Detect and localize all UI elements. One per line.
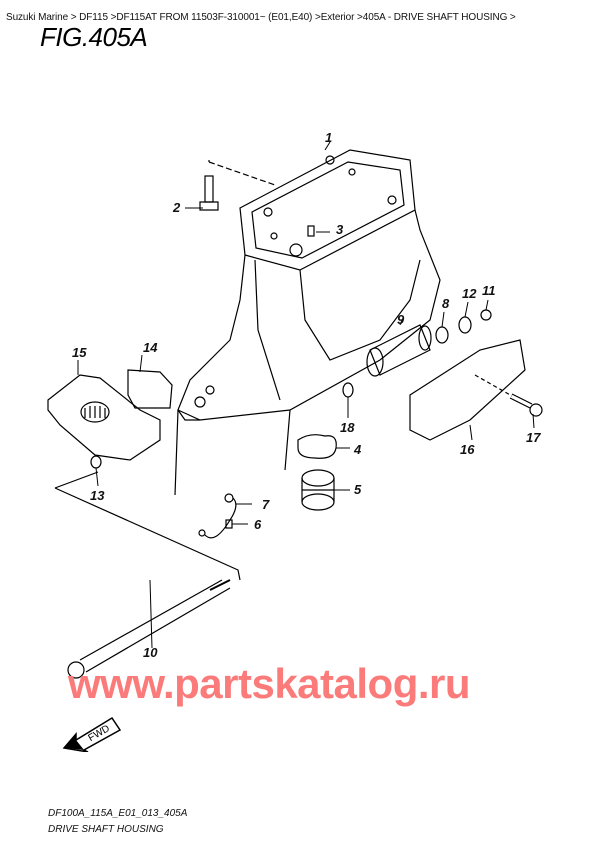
breadcrumb[interactable]: Suzuki Marine > DF115 >DF115AT FROM 1150… <box>6 12 516 23</box>
callout-15[interactable]: 15 <box>72 345 87 360</box>
washer-12-drawing <box>458 316 472 334</box>
rubber-block-14-drawing <box>127 369 173 409</box>
figure-title: FIG.405A <box>40 22 148 52</box>
fwd-arrow-icon: FWD <box>62 716 122 753</box>
washer-18-drawing <box>342 382 354 398</box>
reference-line <box>54 487 241 581</box>
bracket-15-drawing <box>47 374 161 461</box>
pin-3-drawing <box>307 225 315 237</box>
callout-1[interactable]: 1 <box>325 130 333 145</box>
callout-11[interactable]: 11 <box>482 283 496 298</box>
callout-10[interactable]: 10 <box>143 645 158 660</box>
callout-6[interactable]: 6 <box>254 517 262 532</box>
callout-16[interactable]: 16 <box>460 442 475 457</box>
bolt-2-drawing <box>199 160 276 211</box>
callout-17[interactable]: 17 <box>526 430 541 445</box>
callout-7[interactable]: 7 <box>262 497 270 512</box>
callout-3[interactable]: 3 <box>336 222 344 237</box>
callout-8[interactable]: 8 <box>442 296 450 311</box>
callout-14[interactable]: 14 <box>143 340 158 355</box>
fwd-arrow: FWD <box>62 712 132 757</box>
seal-4-drawing <box>297 434 337 459</box>
ground-wire-7-drawing <box>198 493 237 539</box>
mount-9-drawing <box>366 324 432 377</box>
watermark: www.partskatalog.ru <box>68 660 471 707</box>
figure-code: DF100A_115A_E01_013_405A <box>48 808 188 819</box>
callout-12[interactable]: 12 <box>462 286 477 301</box>
callout-2[interactable]: 2 <box>173 200 181 215</box>
drive-shaft-housing-drawing <box>174 149 441 496</box>
callout-4[interactable]: 4 <box>354 442 362 457</box>
leader-lines <box>77 141 535 649</box>
callout-13[interactable]: 13 <box>90 488 105 503</box>
cover-16-drawing <box>409 339 526 441</box>
bushing-5-drawing <box>301 469 335 511</box>
callout-5[interactable]: 5 <box>354 482 362 497</box>
washer-8-drawing <box>435 326 449 344</box>
washer-13-drawing <box>90 455 102 469</box>
callout-9[interactable]: 9 <box>397 312 405 327</box>
figure-name: DRIVE SHAFT HOUSING <box>48 824 164 835</box>
nut-11-drawing <box>480 309 492 321</box>
bolt-17-drawing <box>474 374 543 417</box>
callout-18[interactable]: 18 <box>340 420 355 435</box>
